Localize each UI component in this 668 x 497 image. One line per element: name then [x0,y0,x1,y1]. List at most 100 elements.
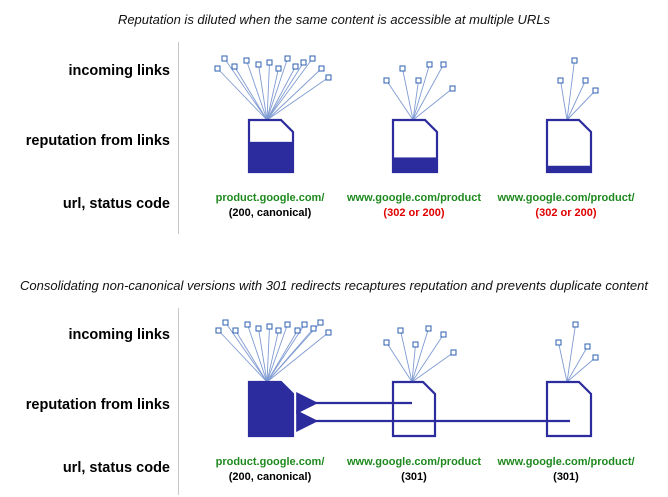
top-link-line-2-5 [412,64,444,121]
top-link-node-1-6 [266,59,273,66]
top-link-line-1-13 [266,77,329,121]
top-link-line-2-3 [412,80,419,121]
top-link-node-1-11 [309,55,316,62]
bottom-link-line-1-5 [258,328,268,383]
bottom-link-node-1-12 [317,319,324,326]
top-link-node-1-13 [325,74,332,81]
bottom-link-node-2-4 [425,325,432,332]
bottom-link-node-1-2 [222,319,229,326]
bottom-link-node-1-6 [266,323,273,330]
top-link-line-1-12 [266,68,322,121]
bottom-link-node-3-1 [555,339,562,346]
top-caption: Reputation is diluted when the same cont… [117,12,551,27]
top-link-node-2-4 [426,61,433,68]
bottom-link-node-1-9 [294,327,301,334]
top-link-node-1-7 [275,65,282,72]
top-label-incoming-links: incoming links [68,63,170,79]
bottom-status-3: (301) [553,471,579,483]
bottom-link-line-1-4 [247,324,268,383]
bottom-link-line-1-3 [235,330,268,383]
top-link-node-3-4 [592,87,599,94]
top-document-icon-3 [545,118,593,174]
bottom-link-line-3-3 [566,346,588,383]
top-reputation-fill-3 [547,165,591,172]
top-link-line-1-1 [217,68,268,121]
bottom-link-node-1-1 [215,327,222,334]
top-link-line-1-11 [266,58,313,121]
bottom-link-line-2-5 [411,334,444,383]
bottom-link-line-2-2 [400,330,413,383]
bottom-link-node-1-3 [232,327,239,334]
top-link-node-3-1 [557,77,564,84]
bottom-url-2: www.google.com/product [346,456,482,468]
top-status-1: (200, canonical) [228,207,312,219]
top-status-3: (302 or 200) [535,207,597,219]
top-link-line-1-2 [224,58,268,121]
bottom-link-line-3-2 [566,324,576,383]
bottom-link-node-1-8 [284,321,291,328]
bottom-document-icon-3 [545,380,593,438]
bottom-link-line-1-10 [266,324,305,383]
bottom-link-node-3-2 [572,321,579,328]
bottom-status-1: (200, canonical) [228,471,312,483]
bottom-link-node-2-6 [450,349,457,356]
bottom-link-line-2-1 [386,342,413,383]
top-link-line-3-4 [566,90,596,121]
top-link-node-1-8 [284,55,291,62]
top-link-node-1-2 [221,55,228,62]
bottom-link-node-2-5 [440,331,447,338]
bottom-link-node-1-5 [255,325,262,332]
top-link-line-1-5 [258,64,268,121]
bottom-reputation-fill-1 [249,382,293,436]
bottom-status-2: (301) [401,471,427,483]
bottom-url-3: www.google.com/product/ [497,456,635,468]
bottom-link-line-1-12 [266,322,321,383]
top-link-line-1-8 [266,58,288,121]
top-document-icon-1 [247,118,295,174]
top-link-node-2-2 [399,65,406,72]
top-link-line-2-6 [412,88,453,121]
bottom-link-node-3-3 [584,343,591,350]
top-link-line-2-4 [412,64,430,121]
top-divider [178,42,179,234]
top-link-line-2-1 [386,80,414,121]
bottom-label-incoming-links: incoming links [68,327,170,343]
top-status-2: (302 or 200) [383,207,445,219]
bottom-link-line-2-4 [411,328,429,383]
bottom-document-icon-2 [391,380,437,438]
top-link-node-1-1 [214,65,221,72]
top-link-line-3-2 [566,60,575,121]
bottom-link-line-3-1 [558,342,568,383]
top-link-node-2-5 [440,61,447,68]
top-link-node-1-10 [300,59,307,66]
top-link-node-1-12 [318,65,325,72]
bottom-link-line-1-2 [225,322,268,383]
top-url-3: www.google.com/product/ [497,192,635,204]
top-link-line-3-1 [560,80,568,121]
top-document-icon-2 [391,118,439,174]
bottom-link-line-2-6 [411,352,454,383]
bottom-label-reputation: reputation from links [25,397,170,413]
top-link-node-1-5 [255,61,262,68]
top-link-line-1-4 [246,60,268,121]
top-link-line-1-10 [266,62,304,121]
top-reputation-fill-2 [393,157,437,172]
top-link-line-1-6 [266,62,270,121]
top-link-line-1-7 [266,68,279,121]
top-url-2: www.google.com/product [346,192,482,204]
bottom-document-icon-1 [247,380,295,438]
bottom-link-node-2-3 [412,341,419,348]
top-link-node-3-2 [571,57,578,64]
bottom-link-node-1-11 [310,325,317,332]
top-label-url-status: url, status code [62,196,170,212]
bottom-link-line-2-3 [411,344,416,383]
bottom-link-line-1-8 [266,324,288,383]
top-link-node-1-4 [243,57,250,64]
bottom-link-node-3-4 [592,354,599,361]
bottom-divider [178,308,179,495]
bottom-link-node-1-4 [244,321,251,328]
top-link-node-2-3 [415,77,422,84]
top-link-node-1-3 [231,63,238,70]
top-link-line-2-2 [402,68,414,121]
